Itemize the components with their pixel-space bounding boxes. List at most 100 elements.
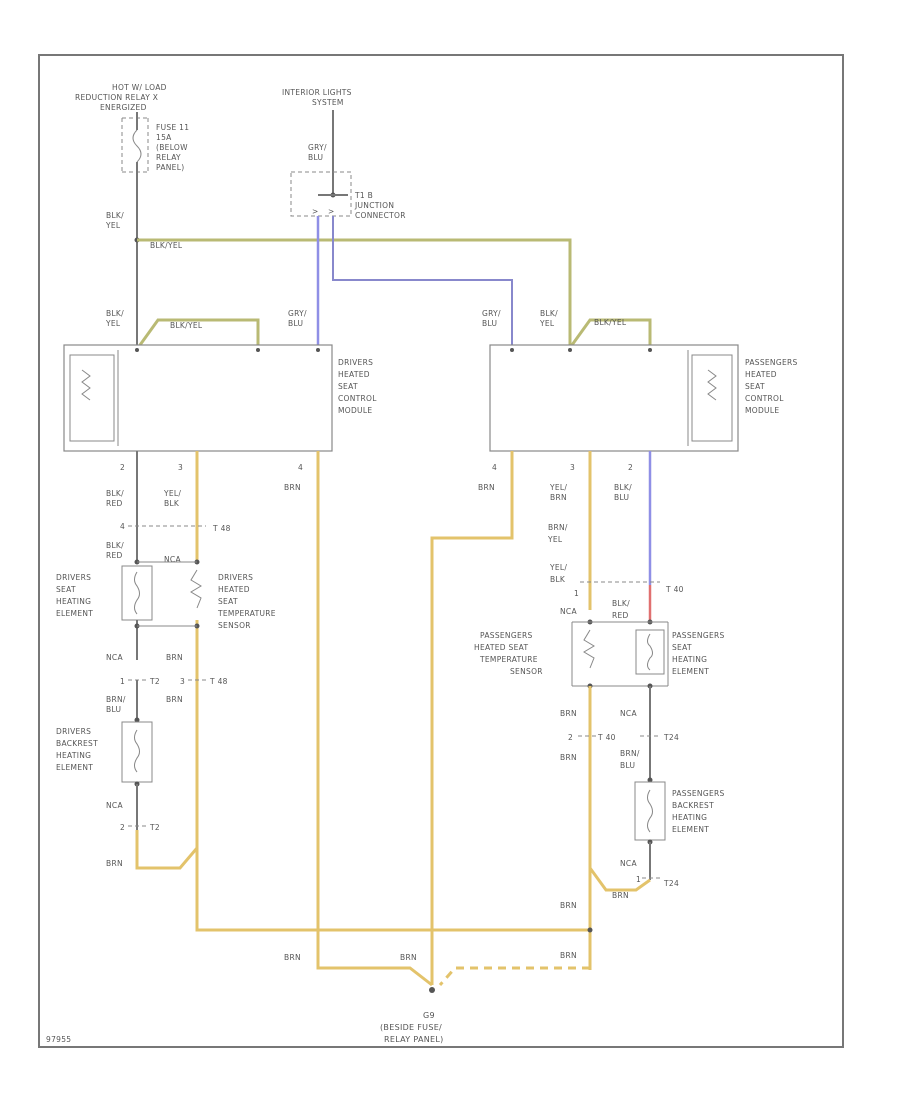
drv-temp-sensor-3: SEAT	[218, 597, 238, 606]
t40-pin-2: 2	[568, 733, 573, 742]
drv-yel-blk-2: BLK	[164, 499, 180, 508]
pas-backrest-4: ELEMENT	[672, 825, 709, 834]
pas-backrest-1: PASSENGERS	[672, 789, 725, 798]
pas-brn-blu-1: BRN/	[620, 749, 640, 758]
driver-module-box	[63, 344, 333, 452]
interior-lights-line2: SYSTEM	[312, 98, 344, 107]
fuse-line5: PANEL)	[156, 163, 184, 172]
blk-yel-top-1: BLK/	[106, 211, 124, 220]
ground-line3: RELAY PANEL)	[384, 1035, 444, 1044]
pas-brn-a: BRN	[560, 709, 577, 718]
drv-backrest-2: BACKREST	[56, 739, 98, 748]
passenger-module-line1: PASSENGERS	[745, 358, 798, 367]
t2-pin-1: 1	[120, 677, 125, 686]
pas-nca-lower: NCA	[620, 709, 637, 718]
gry-blu-top-1: GRY/	[308, 143, 327, 152]
pas-brn-e: BRN	[560, 951, 577, 960]
blk-yel-top-2: YEL	[105, 221, 121, 230]
t48-label-a: T 48	[212, 524, 231, 533]
pas-brn-top: BRN	[478, 483, 495, 492]
pas-gry-blu-2: BLU	[482, 319, 497, 328]
drv-brn-bottom: BRN	[106, 859, 123, 868]
drv-seat-elem-4: ELEMENT	[56, 609, 93, 618]
passenger-module-box	[489, 344, 739, 452]
junction-line2: JUNCTION	[354, 201, 394, 210]
t48-pin-4: 4	[120, 522, 125, 531]
drv-brn-t48: BRN	[166, 695, 183, 704]
driver-module-line5: MODULE	[338, 406, 372, 415]
interior-lights-line1: INTERIOR LIGHTS	[282, 88, 352, 97]
gnd-brn-mid: BRN	[400, 953, 417, 962]
pas-temp-sensor-4: SENSOR	[510, 667, 543, 676]
junction-connector: > > T1 B JUNCTION CONNECTOR	[290, 171, 405, 220]
pas-yel-blk-1: YEL/	[549, 563, 567, 572]
interior-lights-label: INTERIOR LIGHTS SYSTEM	[282, 88, 352, 107]
drv-blk-red-4: RED	[106, 551, 123, 560]
svg-text:>: >	[328, 207, 335, 216]
pas-brn-b: BRN	[560, 753, 577, 762]
t24-label-a: T24	[663, 733, 679, 742]
driver-module-line1: DRIVERS	[338, 358, 373, 367]
drv-seat-elem-3: HEATING	[56, 597, 91, 606]
t40-label-a: T 40	[665, 585, 684, 594]
drv-brn-lower: BRN	[166, 653, 183, 662]
drv-brn-top: BRN	[284, 483, 301, 492]
drv-pin-4: 4	[298, 463, 303, 472]
passenger-module-line5: MODULE	[745, 406, 779, 415]
ground-g9: BRN BRN G9 (BESIDE FUSE/ RELAY PANEL)	[284, 953, 444, 1044]
t2-label-b: T2	[149, 823, 160, 832]
t2-label-a: T2	[149, 677, 160, 686]
pas-brn-d: BRN	[560, 901, 577, 910]
passenger-backrest-element: PASSENGERS BACKREST HEATING ELEMENT	[634, 777, 725, 880]
drv-temp-sensor-5: SENSOR	[218, 621, 251, 630]
driver-module: BLK/ YEL GRY/ BLU BLK/YEL DRIVERS HEATED…	[63, 309, 377, 452]
drv-yel-blk-1: YEL/	[163, 489, 181, 498]
t24-pin-1: 1	[636, 875, 641, 884]
drv-blk-red-2: RED	[106, 499, 123, 508]
fuse-11: FUSE 11 15A (BELOW RELAY PANEL)	[121, 112, 189, 178]
t40-pin-1: 1	[574, 589, 579, 598]
drv-temp-sensor-4: TEMPERATURE	[217, 609, 276, 618]
pas-nca-mid: NCA	[560, 607, 577, 616]
hot-source-line1: HOT W/ LOAD	[112, 83, 167, 92]
gry-blu-top-2: BLU	[308, 153, 323, 162]
pas-temp-sensor-3: TEMPERATURE	[479, 655, 538, 664]
pas-backrest-3: HEATING	[672, 813, 707, 822]
t2-pin-2: 2	[120, 823, 125, 832]
hot-source-line3: ENERGIZED	[100, 103, 147, 112]
drv-brn-blu-1: BRN/	[106, 695, 126, 704]
pas-blk-red-1: BLK/	[612, 599, 630, 608]
pas-gry-blu-1: GRY/	[482, 309, 501, 318]
pas-seat-elem-4: ELEMENT	[672, 667, 709, 676]
gnd-brn-left: BRN	[284, 953, 301, 962]
drv-blk-red-3: BLK/	[106, 541, 124, 550]
hot-source-line2: REDUCTION RELAY X	[75, 93, 158, 102]
pas-blk-blu-1: BLK/	[614, 483, 632, 492]
passenger-seat-elements: PASSENGERS HEATED SEAT TEMPERATURE SENSO…	[474, 619, 725, 689]
drv-blk-red-1: BLK/	[106, 489, 124, 498]
pas-seat-elem-3: HEATING	[672, 655, 707, 664]
drv-gry-blu-1: GRY/	[288, 309, 307, 318]
pas-seat-elem-1: PASSENGERS	[672, 631, 725, 640]
t40-label-b: T 40	[597, 733, 616, 742]
drv-backrest-3: HEATING	[56, 751, 91, 760]
t24-label-b: T24	[663, 879, 679, 888]
t48-pin-3: 3	[180, 677, 185, 686]
pas-yel-brn-1: YEL/	[549, 483, 567, 492]
hot-source-label: HOT W/ LOAD REDUCTION RELAY X ENERGIZED	[75, 83, 167, 112]
pas-blk-yel-2: YEL	[539, 319, 555, 328]
fuse-line3: (BELOW	[156, 143, 188, 152]
drv-nca-mid: NCA	[164, 555, 181, 564]
pas-blk-blu-2: BLU	[614, 493, 629, 502]
t48-label-b: T 48	[209, 677, 228, 686]
drv-pin-3: 3	[178, 463, 183, 472]
pas-pin-3: 3	[570, 463, 575, 472]
pas-blk-red-2: RED	[612, 611, 629, 620]
drv-backrest-4: ELEMENT	[56, 763, 93, 772]
junction-line1: T1 B	[354, 191, 373, 200]
driver-module-line3: SEAT	[338, 382, 358, 391]
pas-brn-yel-2: YEL	[547, 535, 563, 544]
drv-seat-elem-2: SEAT	[56, 585, 76, 594]
drv-seat-elem-1: DRIVERS	[56, 573, 91, 582]
fuse-line1: FUSE 11	[156, 123, 189, 132]
